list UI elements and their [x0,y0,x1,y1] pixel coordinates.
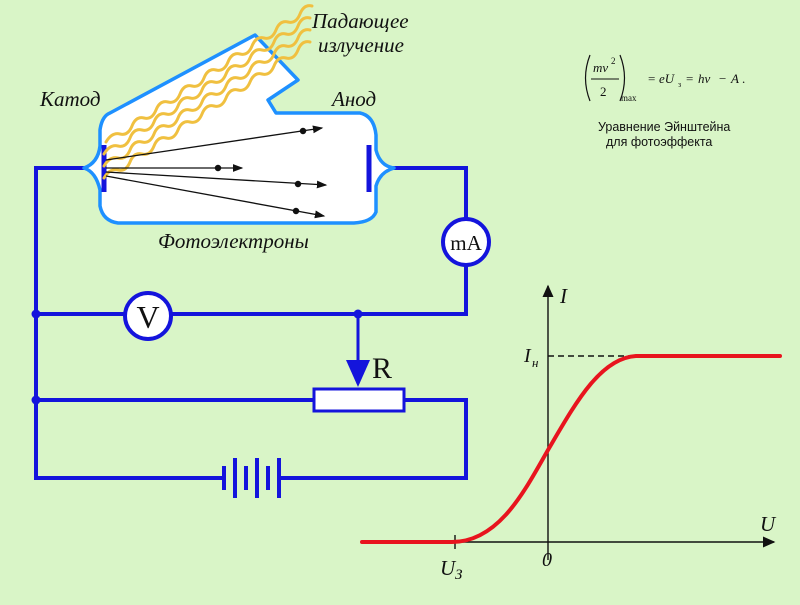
svg-text:−: − [719,71,726,86]
current-voltage-curve [360,354,782,544]
svg-text:=: = [686,71,693,86]
y-axis-label: I [559,284,568,308]
voltmeter-label: V [136,299,159,335]
svg-text:A: A [730,71,739,86]
equation-caption-line2: для фотоэффекта [606,135,712,149]
junction-dots [31,309,363,405]
svg-text:hν: hν [698,71,711,86]
stopping-voltage-label: U З [440,556,463,583]
svg-text:2: 2 [600,84,607,99]
saturation-current-symbol: I [523,345,532,367]
stopping-voltage-subscript: З [455,567,463,583]
vacuum-tube [82,33,396,225]
origin-label: 0 [542,549,552,571]
svg-text:з: з [678,80,681,89]
saturation-current-subscript: н [532,355,538,370]
svg-text:=: = [648,71,655,86]
incident-radiation-label-line2: излучение [318,33,404,57]
saturation-current-label: I н [523,345,538,370]
photoelectron-trajectories [105,125,328,219]
photoelectrons-label: Фотоэлектроны [158,229,309,253]
cathode-label: Катод [39,87,100,111]
incident-radiation [102,4,314,180]
equation-caption-line1: Уравнение Эйнштейна [598,120,730,134]
anode-label: Анод [330,87,376,111]
svg-text:mv: mv [593,60,608,75]
voltmeter: V [123,291,173,341]
x-axis-label: U [760,512,777,536]
einstein-equation: mv 2 2 max = eU з = hν − A . [584,54,745,103]
svg-text:.: . [742,71,745,86]
svg-text:max: max [621,93,637,103]
circuit-wires [34,166,468,480]
svg-text:eU: eU [659,71,676,86]
milliammeter: mA [441,217,491,267]
battery [222,458,281,498]
resistor [312,387,406,413]
stopping-voltage-symbol: U [440,556,457,580]
graph-axes [440,284,776,560]
svg-text:2: 2 [611,56,616,66]
resistor-label: R [372,352,392,385]
incident-radiation-label-line1: Падающее [311,9,409,33]
milliammeter-label: mA [450,231,482,255]
